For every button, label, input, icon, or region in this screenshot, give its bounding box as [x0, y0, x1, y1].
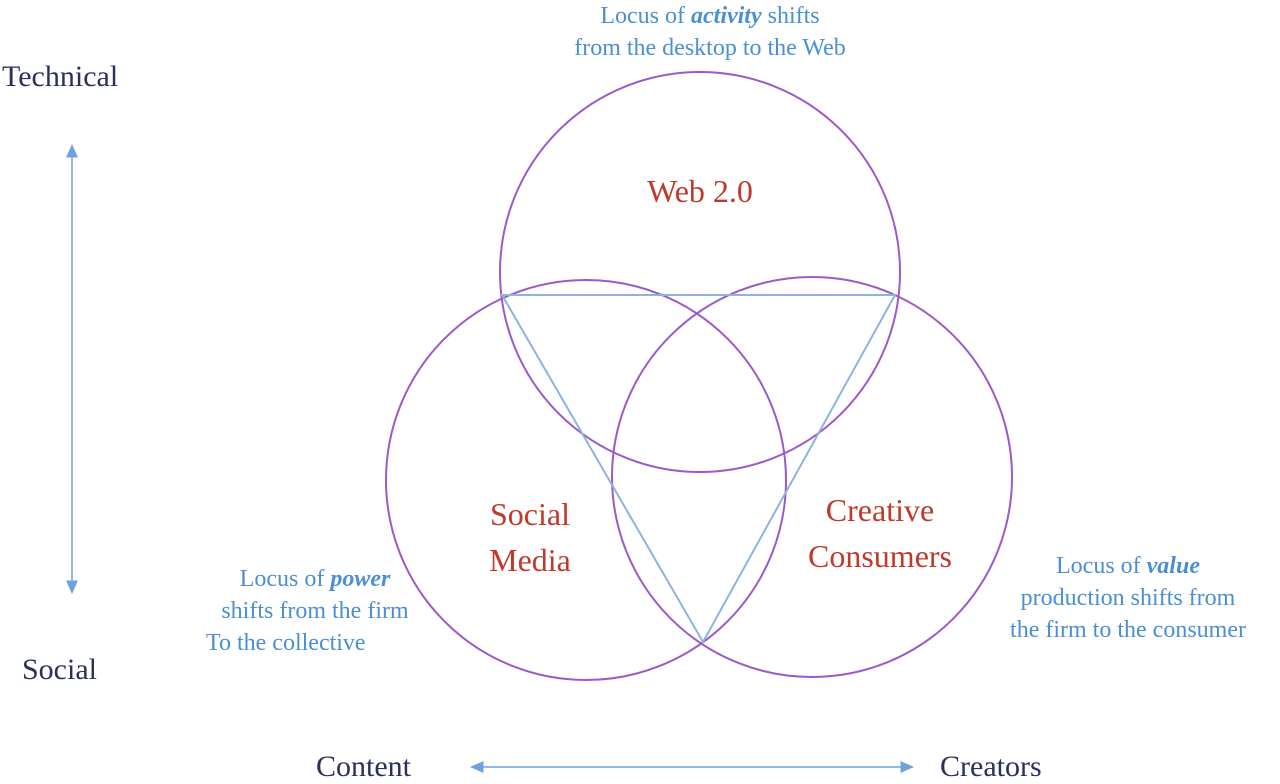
annotation-activity-line2: from the desktop to the Web	[574, 35, 846, 61]
web20-circle	[499, 71, 901, 473]
annotation-value-pre: Locus of	[1056, 553, 1147, 579]
annotation-power-line2: shifts from the firm	[221, 598, 409, 624]
annotation-activity-post: shifts	[761, 3, 820, 29]
circle-label-creative-consumers: Creative Consumers	[780, 487, 980, 579]
social-media-line1: Social	[490, 496, 570, 532]
axis-label-technical: Technical	[2, 60, 119, 93]
annotation-activity-em: activity	[691, 3, 762, 29]
annotation-activity-pre: Locus of	[600, 3, 691, 29]
social-media-line2: Media	[489, 542, 571, 578]
annotation-power-line3: To the collective	[206, 630, 366, 656]
axis-label-social: Social	[22, 653, 97, 686]
circle-label-web20: Web 2.0	[647, 173, 753, 209]
annotation-value-line2: production shifts from	[1020, 585, 1236, 611]
annotation-activity: Locus of activity shifts from the deskto…	[520, 0, 900, 64]
creative-consumers-line1: Creative	[825, 492, 935, 528]
annotation-power: Locus of power shifts from the firm To t…	[190, 563, 440, 659]
annotation-value-line3: the firm to the consumer	[1010, 617, 1246, 643]
axis-label-content: Content	[316, 750, 411, 783]
circle-label-social-media: Social Media	[440, 491, 620, 583]
annotation-power-em: power	[330, 566, 391, 592]
annotation-value-em: value	[1146, 553, 1200, 579]
creative-consumers-circle	[611, 276, 1013, 678]
inner-triangle	[500, 294, 897, 645]
creative-consumers-line2: Consumers	[808, 538, 952, 574]
social-media-circle	[385, 279, 787, 681]
axis-label-creators: Creators	[940, 750, 1042, 783]
annotation-value: Locus of value production shifts from th…	[978, 550, 1278, 646]
annotation-power-pre: Locus of	[239, 566, 331, 592]
